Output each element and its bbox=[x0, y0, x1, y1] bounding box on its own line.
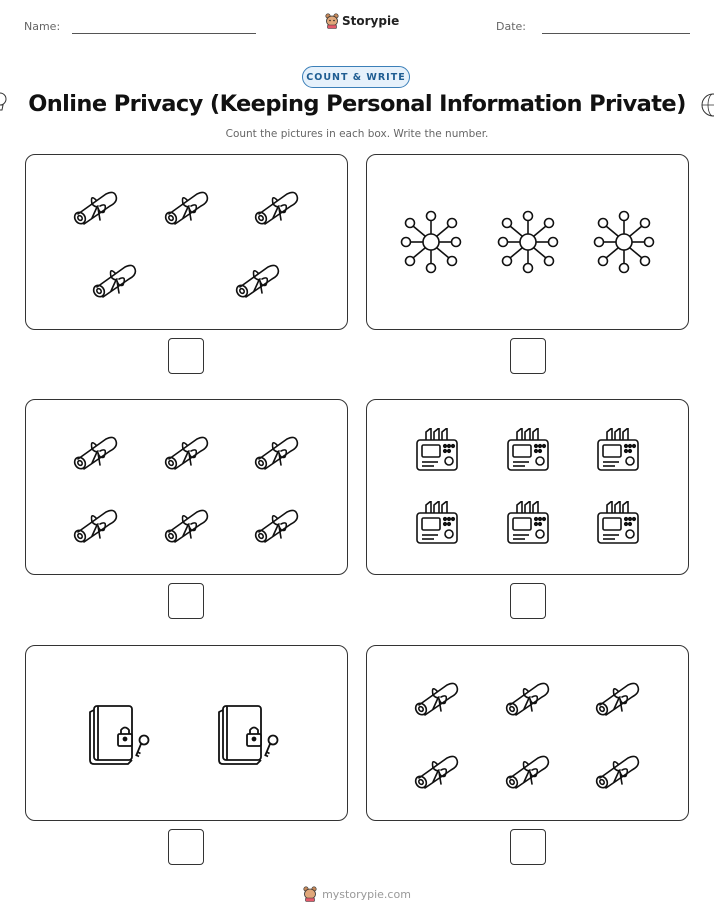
diploma-scroll-icon bbox=[592, 675, 644, 723]
diploma-scroll-icon bbox=[411, 675, 463, 723]
router-device-icon bbox=[414, 499, 460, 551]
answer-box-3[interactable] bbox=[168, 583, 204, 619]
count-box-5 bbox=[25, 645, 348, 821]
footer-site: mystorypie.com bbox=[322, 887, 411, 901]
locked-book-icon bbox=[217, 700, 285, 770]
diploma-scroll-icon bbox=[70, 184, 122, 232]
diploma-scroll-icon bbox=[161, 502, 213, 550]
footer: mystorypie.com bbox=[0, 886, 714, 902]
diploma-scroll-icon bbox=[592, 748, 644, 796]
diploma-scroll-icon bbox=[411, 748, 463, 796]
instructions: Count the pictures in each box. Write th… bbox=[225, 128, 489, 140]
diploma-scroll-icon bbox=[70, 502, 122, 550]
count-box-6 bbox=[366, 645, 689, 821]
brand-name: Storypie bbox=[342, 14, 400, 28]
diploma-scroll-icon bbox=[502, 675, 554, 723]
lightbulb-icon bbox=[0, 92, 7, 111]
answer-box-2[interactable] bbox=[510, 338, 546, 374]
diploma-scroll-icon bbox=[502, 748, 554, 796]
answer-box-1[interactable] bbox=[168, 338, 204, 374]
count-box-1 bbox=[25, 154, 348, 330]
diploma-scroll-icon bbox=[161, 429, 213, 477]
network-node-icon bbox=[591, 209, 657, 279]
name-label: Name: bbox=[24, 20, 61, 33]
network-node-icon bbox=[495, 209, 561, 279]
diploma-scroll-icon bbox=[251, 502, 303, 550]
name-line[interactable] bbox=[72, 33, 256, 34]
diploma-scroll-icon bbox=[89, 257, 141, 305]
diploma-scroll-icon bbox=[161, 184, 213, 232]
router-device-icon bbox=[595, 426, 641, 478]
page-title: Online Privacy (Keeping Personal Informa… bbox=[28, 91, 686, 117]
globe-icon bbox=[701, 93, 714, 117]
date-line[interactable] bbox=[542, 33, 690, 34]
diploma-scroll-icon bbox=[70, 429, 122, 477]
router-device-icon bbox=[505, 426, 551, 478]
storypie-bear-icon bbox=[303, 886, 317, 902]
diploma-scroll-icon bbox=[251, 184, 303, 232]
diploma-scroll-icon bbox=[251, 429, 303, 477]
answer-box-6[interactable] bbox=[510, 829, 546, 865]
date-label: Date: bbox=[496, 20, 526, 33]
router-device-icon bbox=[505, 499, 551, 551]
diploma-scroll-icon bbox=[232, 257, 284, 305]
brand-logo: Storypie bbox=[325, 13, 399, 29]
count-box-4 bbox=[366, 399, 689, 575]
answer-box-5[interactable] bbox=[168, 829, 204, 865]
activity-badge: COUNT & WRITE bbox=[302, 66, 410, 88]
router-device-icon bbox=[414, 426, 460, 478]
network-node-icon bbox=[398, 209, 464, 279]
router-device-icon bbox=[595, 499, 641, 551]
count-box-3 bbox=[25, 399, 348, 575]
answer-box-4[interactable] bbox=[510, 583, 546, 619]
storypie-bear-icon bbox=[325, 13, 339, 29]
locked-book-icon bbox=[88, 700, 156, 770]
